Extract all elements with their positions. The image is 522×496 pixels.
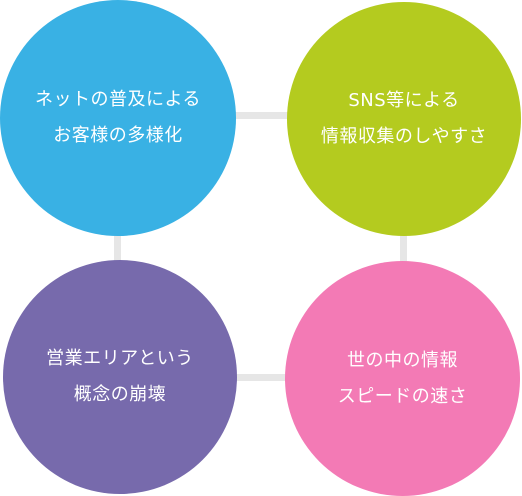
circle-label-line-1: 営業エリアという	[46, 348, 194, 369]
connector-top	[225, 112, 300, 119]
circle-label-line-2: スピードの速さ	[337, 385, 468, 407]
circle-internet-diversification: ネットの普及による お客様の多様化	[0, 0, 236, 236]
circle-label-line-2: お客様の多様化	[53, 125, 183, 146]
connector-left	[114, 228, 121, 268]
circle-label-line-1: 世の中の情報	[347, 349, 458, 371]
circle-sns-information: SNS等による 情報収集のしやすさ	[287, 2, 521, 236]
circle-label-line-1: SNS等による	[348, 90, 460, 111]
circle-label-line-2: 概念の崩壊	[73, 384, 167, 405]
connector-right	[400, 228, 407, 268]
circle-information-speed: 世の中の情報 スピードの速さ	[285, 261, 520, 496]
circle-sales-area-collapse: 営業エリアという 概念の崩壊	[3, 260, 237, 494]
connector-bottom	[225, 374, 300, 381]
circle-label-line-2: 情報収集のしやすさ	[320, 126, 488, 147]
circle-label-line-1: ネットの普及による	[35, 89, 201, 110]
